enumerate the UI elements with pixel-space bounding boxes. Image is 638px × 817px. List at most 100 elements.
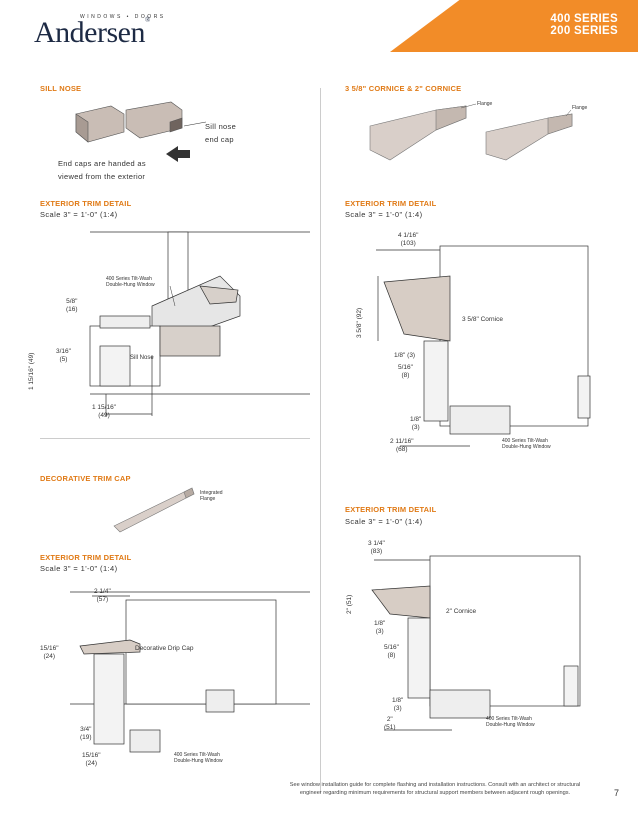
detail-d-window-label: 400 Series Tilt-Wash Double-Hung Window [486,716,535,728]
note-line-1: End caps are handed as [58,159,146,168]
dim-value: 1 15/16" [28,366,35,390]
dim-value: 15/16" [40,645,59,652]
window-label-line-1: 400 Series Tilt-Wash [502,438,548,444]
decorative-illustration [113,487,195,533]
detail-c-drawing [70,591,310,753]
dim-metric: (51) [346,594,353,607]
dim-metric: (5) [59,356,68,363]
dim-metric: (49) [28,352,35,365]
section-divider [40,438,310,439]
flange-label-line-1: Integrated [200,490,223,496]
dim-metric: (19) [80,734,92,741]
dim-metric: (16) [66,306,78,313]
flange-label-line-2: Flange [200,496,216,502]
dim-metric: (51) [384,724,396,731]
dim-metric: (24) [43,653,56,660]
window-label-line-1: 400 Series Tilt-Wash [486,716,532,722]
dim-metric: (57) [96,596,109,603]
dim-value: 2 11/16" [390,438,414,445]
detail-c-dim-3-4: 3/4" (19) [80,726,92,742]
dim-metric: (103) [400,240,416,247]
window-label-line-2: Double-Hung Window [106,282,155,288]
detail-d-dim-vertical: 2" (51) [346,595,354,614]
detail-a-dim-vertical: 1 15/16" (49) [28,353,36,390]
dim-value: 3/16" [56,348,71,355]
sill-nose-callout: Sill nose end cap [205,120,236,146]
dim-value: 2" [386,716,393,723]
detail-a-drawing [89,231,310,416]
detail-a-title: EXTERIOR TRIM DETAIL [40,199,132,208]
brand-name: Andersen [34,16,145,49]
window-label-line-1: 400 Series Tilt-Wash [106,276,152,282]
column-divider [320,88,321,793]
decorative-title: DECORATIVE TRIM CAP [40,474,131,483]
detail-b-dim-bottom: 2 11/16" (68) [390,438,414,454]
detail-a-scale: Scale 3" = 1'-0" (1:4) [40,210,118,219]
window-label-line-1: 400 Series Tilt-Wash [174,752,220,758]
sill-nose-note: End caps are handed as viewed from the e… [58,157,146,183]
callout-line-1: Sill nose [205,122,237,131]
detail-c-window-label: 400 Series Tilt-Wash Double-Hung Window [174,752,223,764]
brand-tagline: WINDOWS • DOORS [80,14,166,20]
window-label-line-2: Double-Hung Window [174,758,223,764]
cornice-illustration [369,103,573,161]
dim-value: 1/8" [410,416,422,423]
series-labels: 400 SERIES 200 SERIES [550,13,618,37]
series-400: 400 SERIES [550,13,618,25]
detail-b-cornice-label: 3 5/8" Cornice [462,316,503,323]
detail-c-title: EXTERIOR TRIM DETAIL [40,553,132,562]
dim-metric: (92) [356,307,363,320]
callout-line-2: end cap [205,135,234,144]
detail-b-scale: Scale 3" = 1'-0" (1:4) [345,210,423,219]
dim-value: 2" [346,608,353,614]
detail-a-dim-bottom: 1 15/16" (49) [92,404,116,420]
detail-a-window-label: 400 Series Tilt-Wash Double-Hung Window [106,276,155,288]
dim-value: 15/16" [82,752,101,759]
detail-d-dim-5-16: 5/16" (8) [384,644,399,660]
cornice-flange-right: Flange [572,105,588,111]
dim-value: 4 1/16" [398,232,419,239]
detail-d-drawing [371,555,581,731]
sill-nose-illustration [75,101,207,162]
dim-metric: (49) [98,412,110,419]
detail-b-drawing [376,245,591,447]
detail-b-dim-1-8b: 1/8" (3) [410,416,421,432]
detail-c-scale: Scale 3" = 1'-0" (1:4) [40,564,118,573]
detail-a-dim-3-16: 3/16" (5) [56,348,71,364]
decorative-flange-label: Integrated Flange [200,490,223,502]
detail-b-dim-5-16: 5/16" (8) [398,364,413,380]
detail-a-sill-nose-label: Sill Nose [130,355,154,361]
detail-b-title: EXTERIOR TRIM DETAIL [345,199,437,208]
sill-nose-title: SILL NOSE [40,84,82,93]
window-label-line-2: Double-Hung Window [486,722,535,728]
brand-logo: Andersen® [34,16,150,50]
dim-value: 5/16" [398,364,413,371]
dim-metric: (3) [393,705,402,712]
detail-d-dim-bottom: 2" (51) [384,716,396,732]
dim-value: 1/8" [392,697,404,704]
detail-d-title: EXTERIOR TRIM DETAIL [345,505,437,514]
detail-c-dim-15-16: 15/16" (24) [40,645,59,661]
dim-value: 5/8" [66,298,78,305]
footer-note: See window installation guide for comple… [260,781,610,797]
detail-d-dim-top: 3 1/4" (83) [368,540,385,556]
dim-value: 1/8" [374,620,386,627]
detail-b-window-label: 400 Series Tilt-Wash Double-Hung Window [502,438,551,450]
dim-metric: (68) [395,446,408,453]
dim-metric: (3) [411,424,420,431]
detail-d-dim-1-8: 1/8" (3) [374,620,385,636]
dim-metric: (83) [370,548,383,555]
detail-d-dim-1-8b: 1/8" (3) [392,697,403,713]
series-200: 200 SERIES [550,25,618,37]
dim-value: 5/16" [384,644,399,651]
detail-d-scale: Scale 3" = 1'-0" (1:4) [345,517,423,526]
detail-b-dim-vertical: 3 5/8" (92) [356,308,364,338]
page-number: 7 [614,788,620,798]
detail-c-dim-15-16b: 15/16" (24) [82,752,101,768]
dim-value: 2 1/4" [94,588,111,595]
dim-metric: (8) [387,652,396,659]
cornice-flange-left: Flange [477,101,493,107]
note-line-2: viewed from the exterior [58,172,146,181]
detail-d-cornice-label: 2" Cornice [446,608,477,615]
dim-value: 1 15/16" [92,404,116,411]
